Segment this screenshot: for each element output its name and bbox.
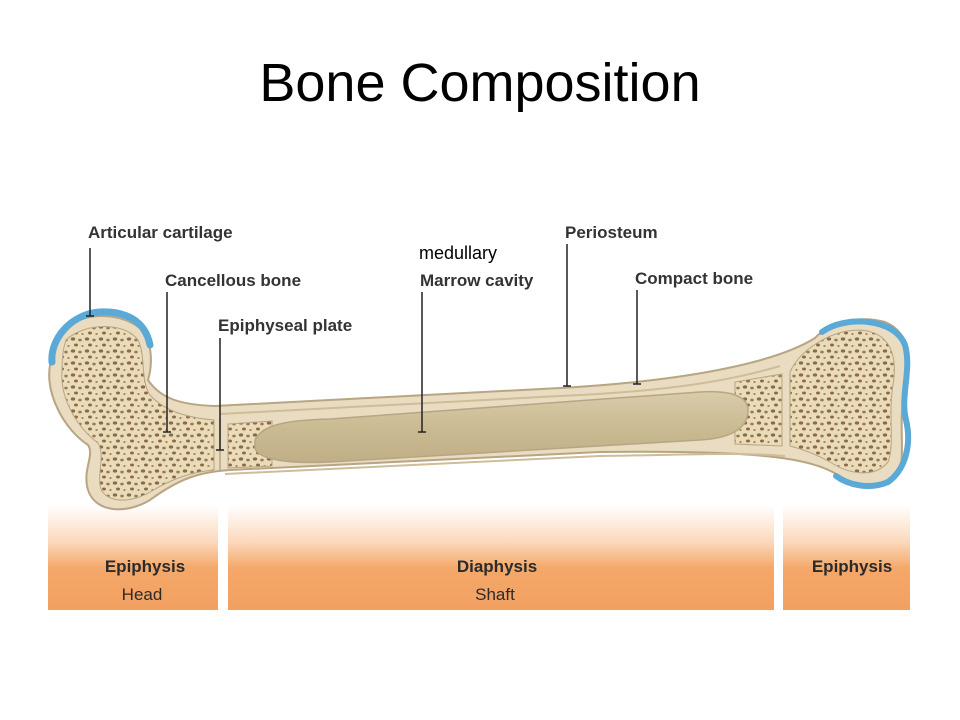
label-periosteum: Periosteum: [565, 223, 658, 242]
band-epiphysis-head-title: Epiphysis: [105, 557, 185, 576]
epiphysis-right-band: [783, 505, 910, 610]
slide-title: Bone Composition: [259, 53, 701, 113]
bone-illustration: [48, 308, 912, 511]
leader-lines: [86, 244, 641, 451]
band-diaphysis-subtitle: Shaft: [475, 585, 515, 604]
label-cancellous-bone: Cancellous bone: [165, 271, 301, 290]
articular-cartilage-right: [819, 318, 912, 489]
diaphysis-shaft-band: [228, 505, 774, 610]
band-diaphysis-title: Diaphysis: [457, 557, 537, 576]
cancellous-bone-left: [61, 326, 215, 501]
band-epiphysis-head-subtitle: Head: [122, 585, 163, 604]
articular-cartilage-left: [48, 308, 154, 366]
marrow-cavity-shape: [254, 390, 749, 464]
label-medullary: medullary: [419, 243, 497, 263]
region-bands: [48, 505, 910, 610]
label-marrow-cavity: Marrow cavity: [420, 271, 534, 290]
label-epiphyseal-plate: Epiphyseal plate: [218, 316, 352, 335]
compact-bone-layer: [219, 365, 781, 415]
compact-bone-layer-lower: [224, 452, 786, 475]
epiphysis-head-band: [48, 505, 218, 610]
cancellous-bone-right: [789, 329, 895, 474]
label-articular-cartilage: Articular cartilage: [88, 223, 233, 242]
band-epiphysis-right-title: Epiphysis: [812, 557, 892, 576]
label-compact-bone: Compact bone: [635, 269, 753, 288]
